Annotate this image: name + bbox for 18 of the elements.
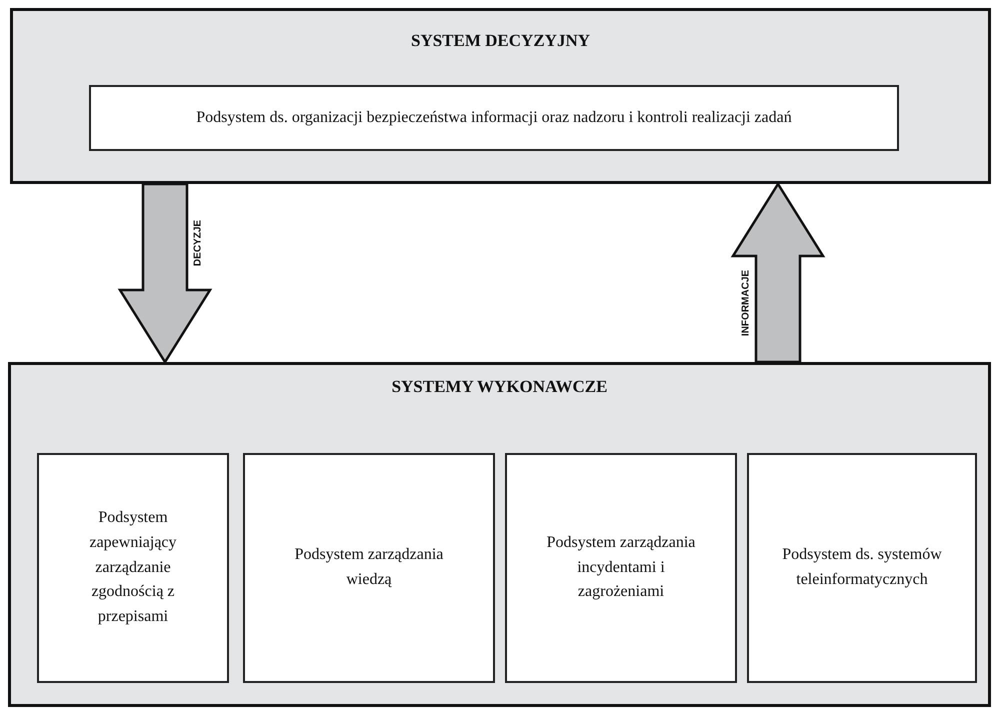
panel-heading: SYSTEM DECYZYJNY — [410, 31, 591, 51]
block-arrow — [730, 182, 826, 364]
edge-label: DECYZJE — [192, 220, 204, 266]
subsystem-box — [89, 85, 899, 151]
subsystem-box — [243, 453, 495, 683]
subsystem-text: Podsystem zapewniający zarządzanie zgodnością z przepisami — [88, 508, 178, 628]
subsystem-text: Podsystem zarządzania wiedzą — [294, 545, 444, 590]
subsystem-box — [37, 453, 229, 683]
subsystem-box — [747, 453, 977, 683]
edge-label: INFORMACJE — [740, 270, 752, 336]
subsystem-text: Podsystem zarządzania incydentami i zagrożeniami — [546, 532, 696, 602]
subsystem-box — [505, 453, 737, 683]
panel-heading: SYSTEMY WYKONAWCZE — [390, 377, 608, 397]
subsystem-text: Podsystem ds. systemów teleinformatycznych — [781, 545, 943, 590]
system-panel — [10, 8, 991, 184]
block-arrow — [118, 182, 212, 364]
system-panel — [8, 362, 991, 707]
subsystem-text: Podsystem ds. organizacji bezpieczeństwa informacji oraz nadzoru i kontroli realizacji zadań — [196, 108, 792, 128]
